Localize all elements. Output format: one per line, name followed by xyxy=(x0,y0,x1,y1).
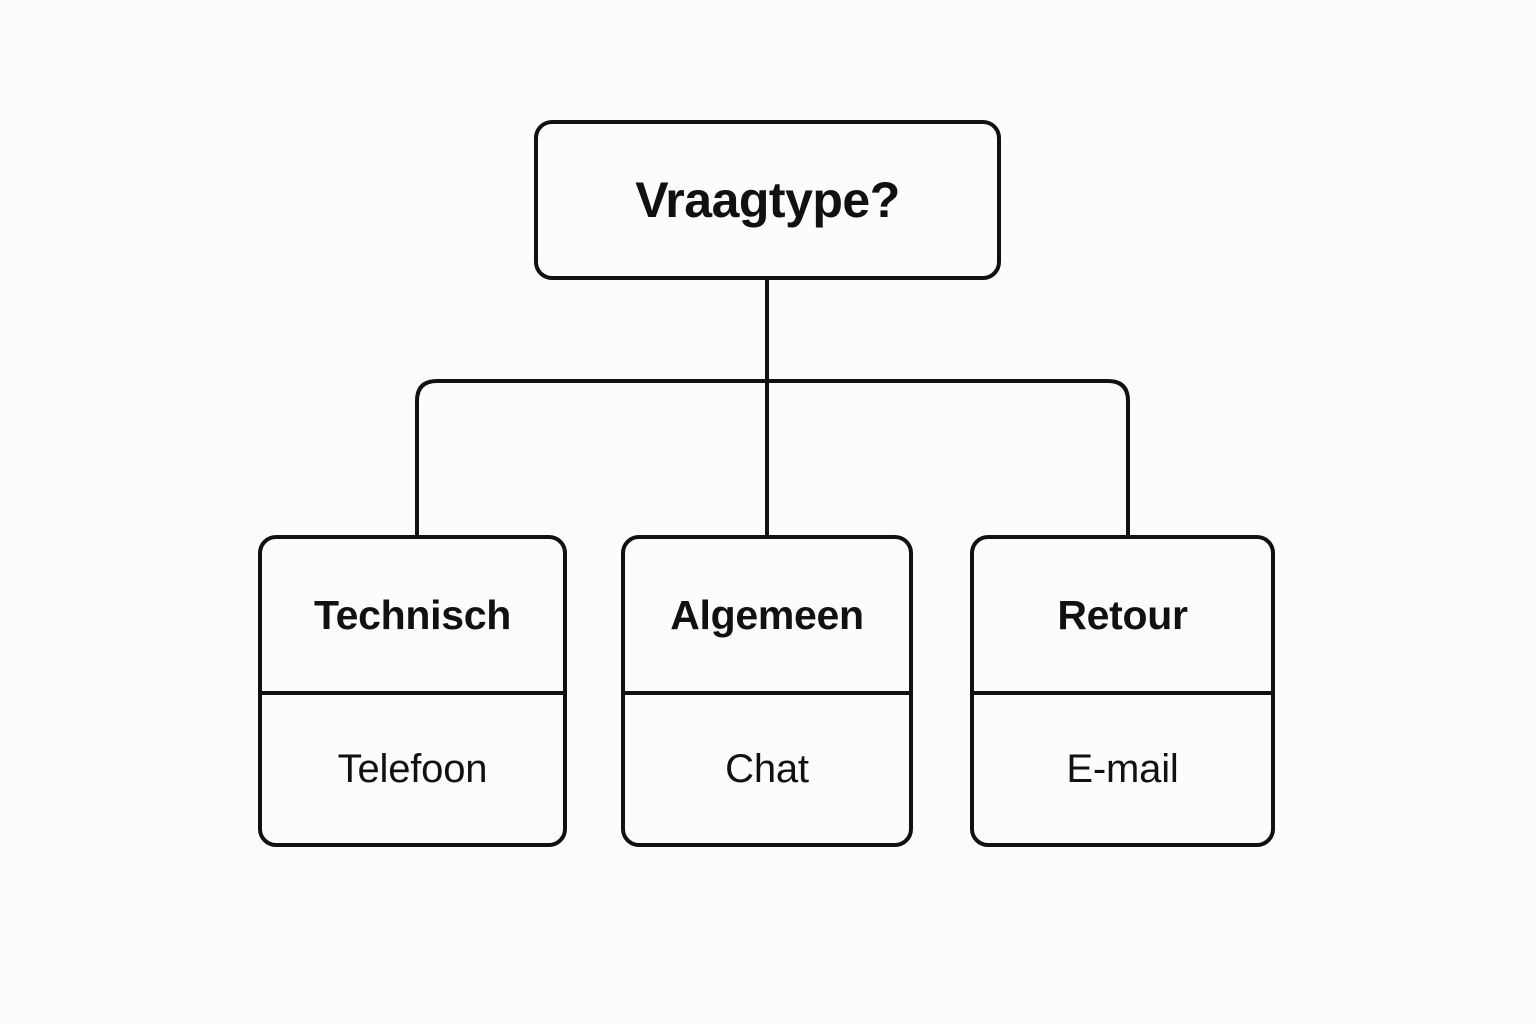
connector-branch-left xyxy=(415,379,767,535)
node-child-value: E-mail xyxy=(1066,747,1179,791)
connector-branch-right xyxy=(767,379,1130,535)
node-child-technisch[interactable]: Technisch Telefoon xyxy=(258,535,567,847)
node-child-header: Algemeen xyxy=(625,539,909,695)
node-child-title: Technisch xyxy=(313,591,512,638)
node-child-body: Telefoon xyxy=(262,695,563,843)
node-child-value: Telefoon xyxy=(337,747,488,791)
node-child-title: Algemeen xyxy=(670,591,864,638)
node-child-body: Chat xyxy=(625,695,909,843)
node-child-value: Chat xyxy=(725,747,809,791)
node-child-header: Retour xyxy=(974,539,1271,695)
node-child-body: E-mail xyxy=(974,695,1271,843)
node-child-algemeen[interactable]: Algemeen Chat xyxy=(621,535,913,847)
node-root-label: Vraagtype? xyxy=(635,172,900,228)
node-child-header: Technisch xyxy=(262,539,563,695)
node-child-title: Retour xyxy=(1057,591,1188,638)
node-child-retour[interactable]: Retour E-mail xyxy=(970,535,1275,847)
node-root[interactable]: Vraagtype? xyxy=(534,120,1001,280)
